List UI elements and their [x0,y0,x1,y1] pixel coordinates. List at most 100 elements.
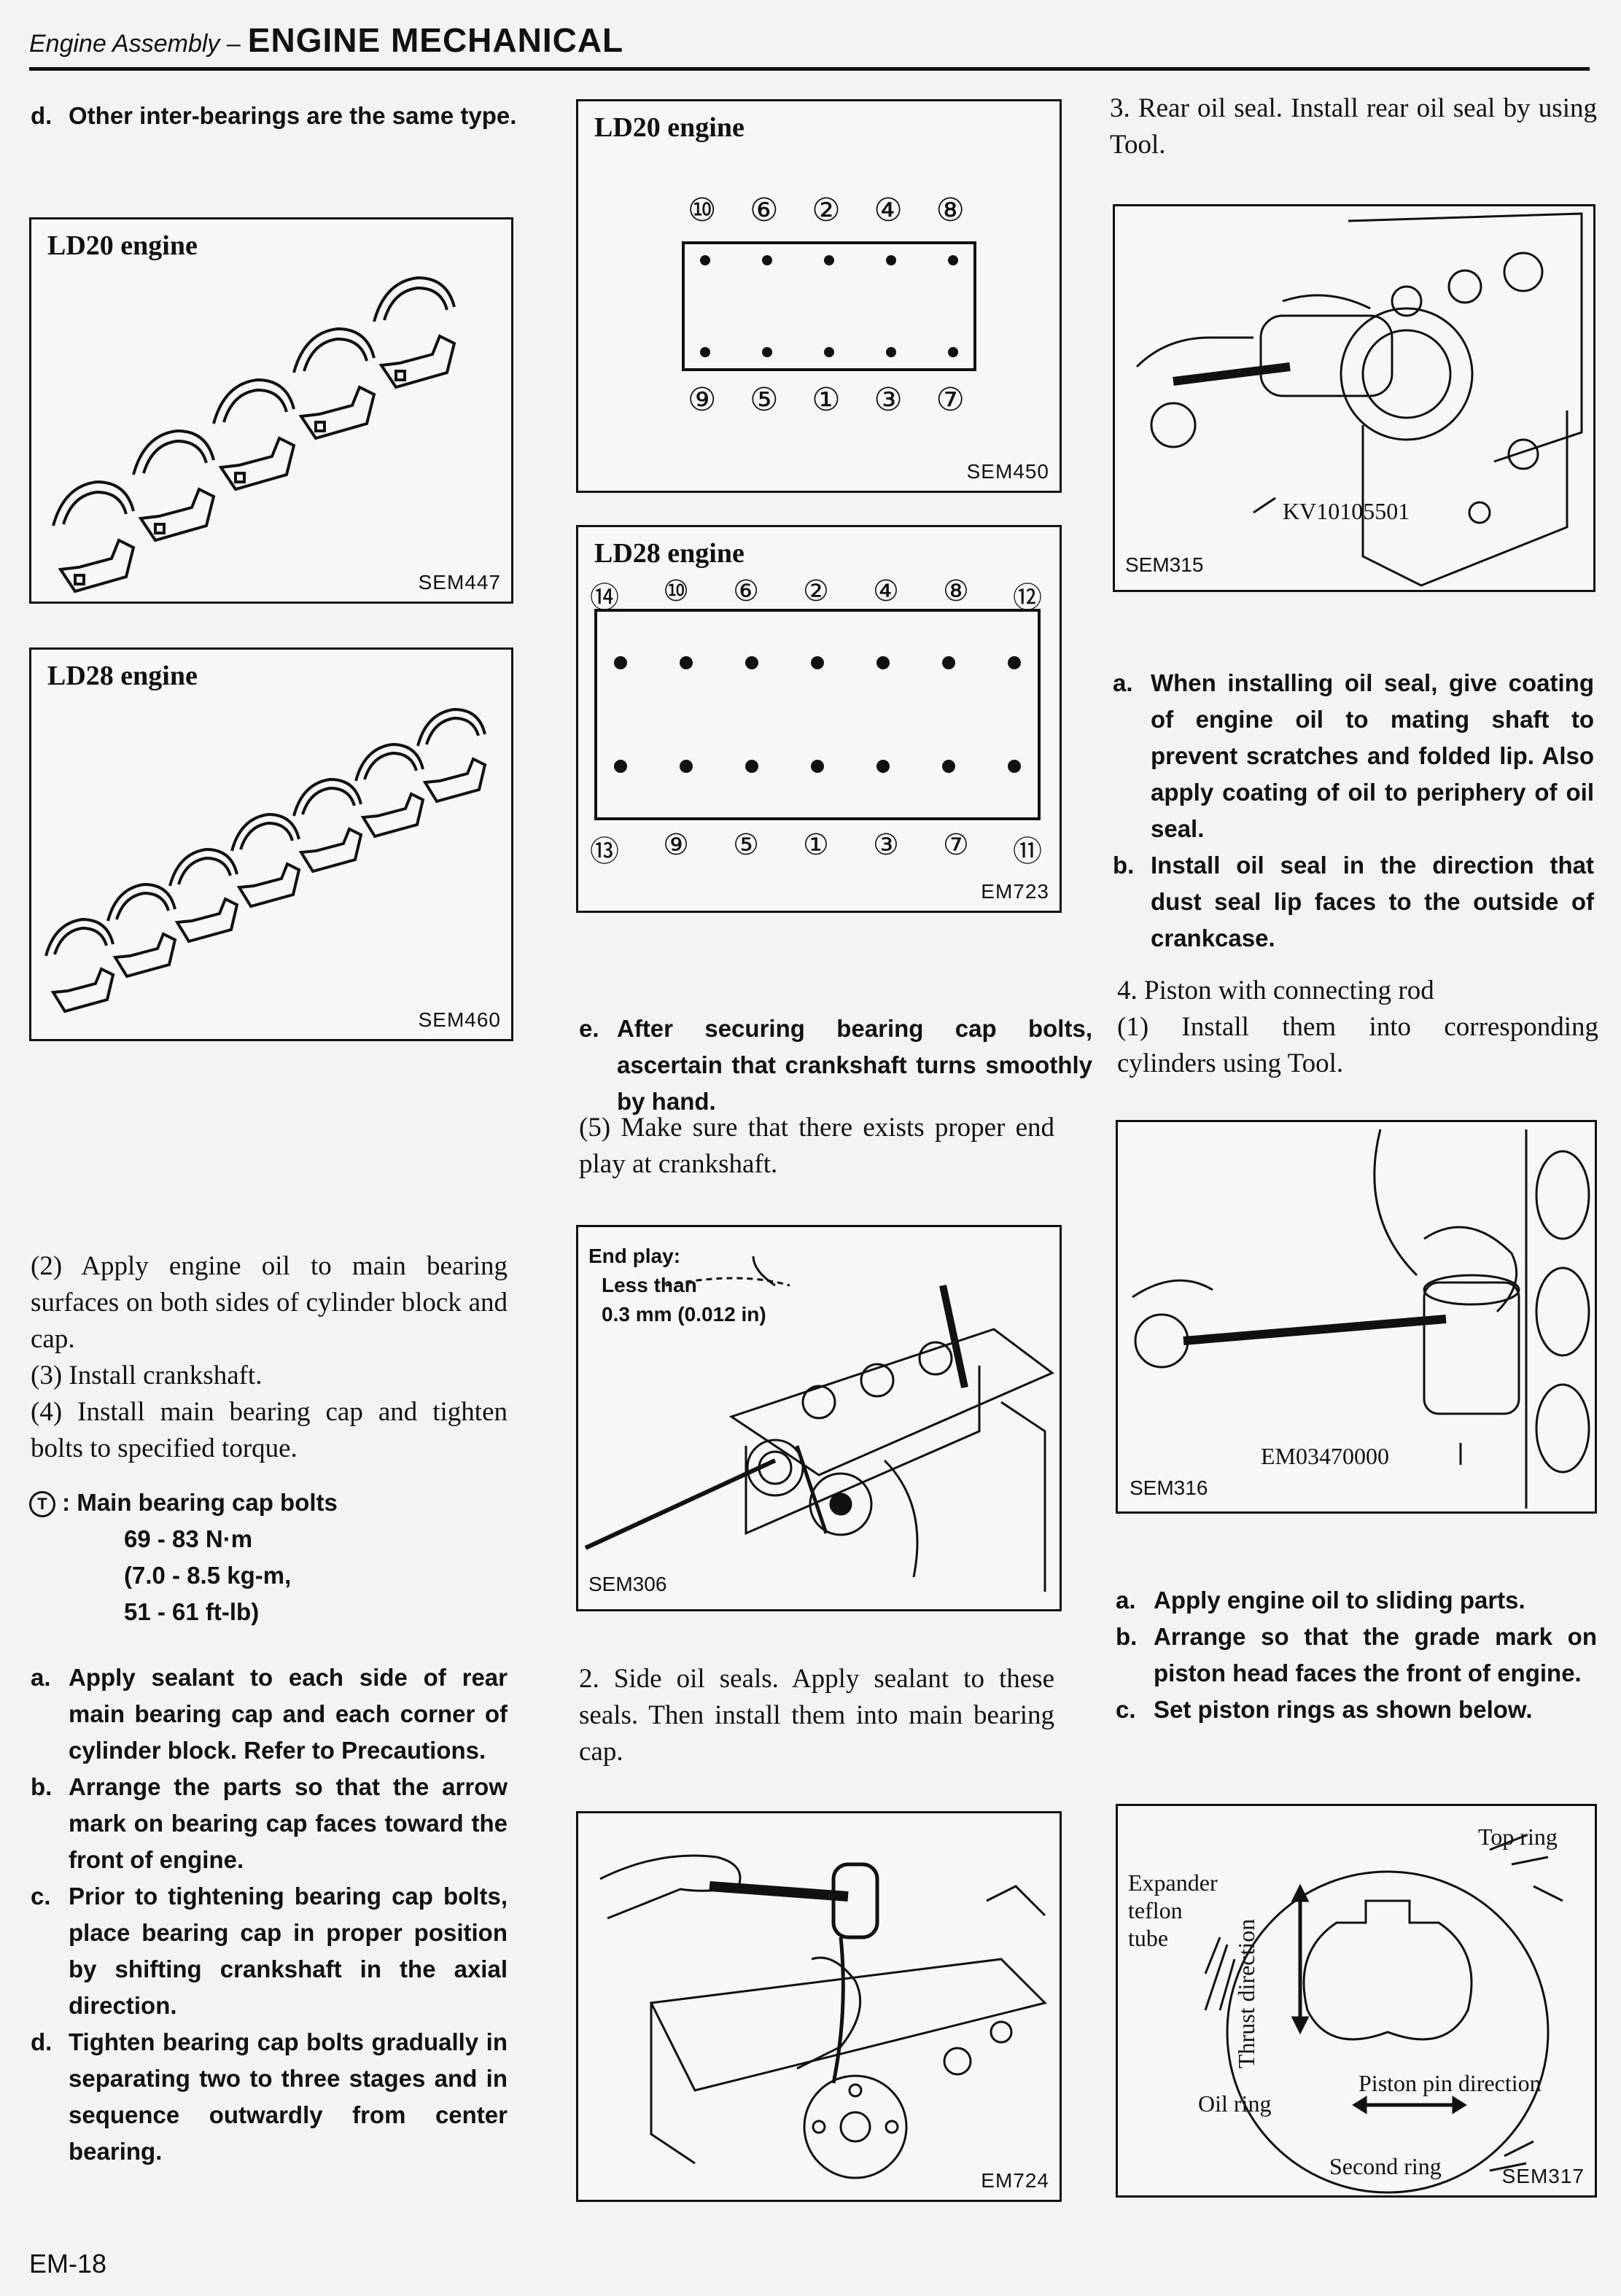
oil-ring-label: Oil ring [1198,2090,1272,2117]
step-2-side-oil-seals: 2. Side oil seals. Apply sealant to thes… [579,1664,1054,1767]
step-e-marker: e. [579,1015,599,1042]
bearing-shells-illustration [44,708,486,1013]
end-play-value: 0.3 mm (0.012 in) [602,1303,766,1326]
figure-code: SEM460 [418,1008,501,1031]
tool-number-label: EM03470000 [1261,1443,1389,1469]
rear-seal-tool-illustration [1135,212,1583,587]
figure-end-play: End play: Less than 0.3 mm (0.012 in) SE… [576,1225,1062,1611]
figure-ld28-bearings: LD28 engine SEM460 [29,647,513,1041]
figure-piston-ring-positions: Expander teflon tube Thrust direction To… [1116,1804,1597,2198]
note-text: Apply sealant to each side of rear main … [69,1664,508,1764]
note-a: a. Apply sealant to each side of rear mai… [31,1659,508,1769]
piston-pin-direction-label: Piston pin direction [1358,2070,1542,2096]
torque-label: : Main bearing cap bolts [62,1489,338,1516]
thrust-direction-label: Thrust direction [1233,1918,1259,2069]
sequence-number: ⑧ [936,192,965,228]
sequence-number: ① [803,828,829,861]
piston-notes: a. Apply engine oil to sliding parts. b. A… [1116,1582,1597,1728]
note-marker: c. [1116,1696,1136,1723]
expander-line: teflon [1128,1897,1183,1923]
sequence-number: ⑥ [750,192,779,228]
sequence-number: ④ [873,575,899,607]
sequence-number: ② [812,192,841,228]
figure-rear-oil-seal-install: KV10105501 SEM315 [1113,204,1595,592]
note-marker: c. [31,1883,51,1910]
step-3-install-crankshaft: (3) Install crankshaft. [31,1361,263,1390]
step-e-text: After securing bearing cap bolts, ascert… [617,1015,1092,1115]
torque-value-nm: 69 - 83 N·m [124,1525,253,1552]
expander-line: tube [1128,1925,1169,1951]
figure-code: SEM317 [1501,2165,1585,2187]
figure-title: LD20 engine [594,112,745,143]
sequence-number: ⑩ [688,192,717,228]
sequence-bottom-row: ⑨ ⑤ ① ③ ⑦ [688,381,965,419]
figure-code: SEM447 [418,571,501,594]
figure-ld28-bolt-sequence: LD28 engine ⑭ ⑩ ⑥ ② ④ ⑧ ⑫ ⑬ ⑨ ⑤ ① ③ ⑦ ⑪ … [576,525,1062,913]
bearing-shells-illustration [52,276,456,594]
sequence-number: ⑬ [590,835,619,868]
figure-code: SEM450 [966,460,1049,483]
sequence-number: ② [803,575,829,607]
sequence-number: ⑫ [1012,581,1042,614]
note-c: c. Set piston rings as shown below. [1116,1692,1597,1728]
piston-ring-gap-diagram [1204,1834,1563,2194]
torque-spec: T : Main bearing cap bolts [29,1484,503,1521]
rear-seal-notes: a. When installing oil seal, give coating… [1113,665,1594,957]
note-marker: a. [1113,669,1133,696]
sequence-bottom-row: ⑬ ⑨ ⑤ ① ③ ⑦ ⑪ [590,828,1042,870]
note-c: c.Prior to tightening bearing cap bolts,… [31,1878,508,2024]
note-b: b. Arrange so that the grade mark on pist… [1116,1619,1597,1692]
sequence-number: ③ [874,382,903,418]
sequence-top-row: ⑭ ⑩ ⑥ ② ④ ⑧ ⑫ [590,574,1042,616]
figure-title: LD28 engine [594,538,745,569]
figure-code: SEM306 [588,1573,667,1595]
note-marker: b. [1116,1623,1138,1650]
figure-ld20-bolt-sequence: LD20 engine ⑩ ⑥ ② ④ ⑧ ⑨ ⑤ ① ③ ⑦ SEM450 [576,99,1062,493]
note-text: Install oil seal in the direction that d… [1151,852,1594,952]
section-title: ENGINE MECHANICAL [247,21,624,59]
sequence-number: ⑥ [733,575,759,607]
figure-code: SEM315 [1125,553,1204,576]
sequence-number: ⑧ [942,575,969,607]
figure-title: LD20 engine [47,230,198,261]
note-a: a. Apply engine oil to sliding parts. [1116,1582,1597,1619]
step-d-text: Other inter-bearings are the same type. [69,102,517,129]
sequence-number: ⑤ [750,382,779,418]
figure-side-oil-seal-install: EM724 [576,1811,1062,2202]
torque-value-kgm: (7.0 - 8.5 kg-m, [124,1562,292,1589]
bolt-pattern-diagram [594,609,1041,820]
note-text: Arrange so that the grade mark on piston… [1154,1623,1597,1686]
step-2-apply-oil: (2) Apply engine oil to main bearing sur… [31,1251,508,1354]
figure-code: EM724 [981,2169,1049,2192]
note-marker: a. [31,1664,51,1691]
note-marker: d. [31,2028,53,2055]
end-play-callout: End play: Less than 0.3 mm (0.012 in) [588,1242,766,1329]
torque-value-ftlb: 51 - 61 ft-lb) [124,1598,260,1625]
sequence-number: ① [812,382,841,418]
note-text: When installing oil seal, give coating o… [1151,669,1594,842]
expander-label: Expander teflon tube [1128,1869,1218,1952]
sequence-number: ⑦ [942,828,969,861]
note-text: Set piston rings as shown below. [1154,1696,1533,1723]
sequence-number: ⑨ [688,382,717,418]
second-ring-label: Second ring [1329,2153,1442,2179]
note-marker: a. [1116,1587,1136,1614]
figure-code: EM723 [981,880,1049,903]
hammer-on-seal-illustration [599,1854,1047,2179]
sequence-top-row: ⑩ ⑥ ② ④ ⑧ [688,192,965,229]
step-4-install-caps: (4) Install main bearing cap and tighten… [31,1397,508,1463]
note-marker: b. [31,1773,53,1800]
sequence-number: ⑩ [663,575,689,607]
note-b: b.Install oil seal in the direction that… [1113,847,1594,957]
figure-ld20-bearings: LD20 engine SEM447 [29,217,513,604]
note-text: Arrange the parts so that the arrow mark… [69,1773,508,1873]
note-a: a. When installing oil seal, give coating… [1113,665,1594,847]
note-text: Apply engine oil to sliding parts. [1154,1587,1525,1614]
figure-title: LD28 engine [47,661,198,691]
torque-icon: T [29,1491,55,1518]
note-b: b. Arrange the parts so that the arrow ma… [31,1769,508,1878]
sequence-number: ④ [874,192,903,228]
sequence-number: ⑦ [936,382,965,418]
step-4-piston-title: 4. Piston with connecting rod [1117,976,1434,1005]
step-4-1-install-pistons: (1) Install them into corresponding cyli… [1117,1012,1598,1078]
